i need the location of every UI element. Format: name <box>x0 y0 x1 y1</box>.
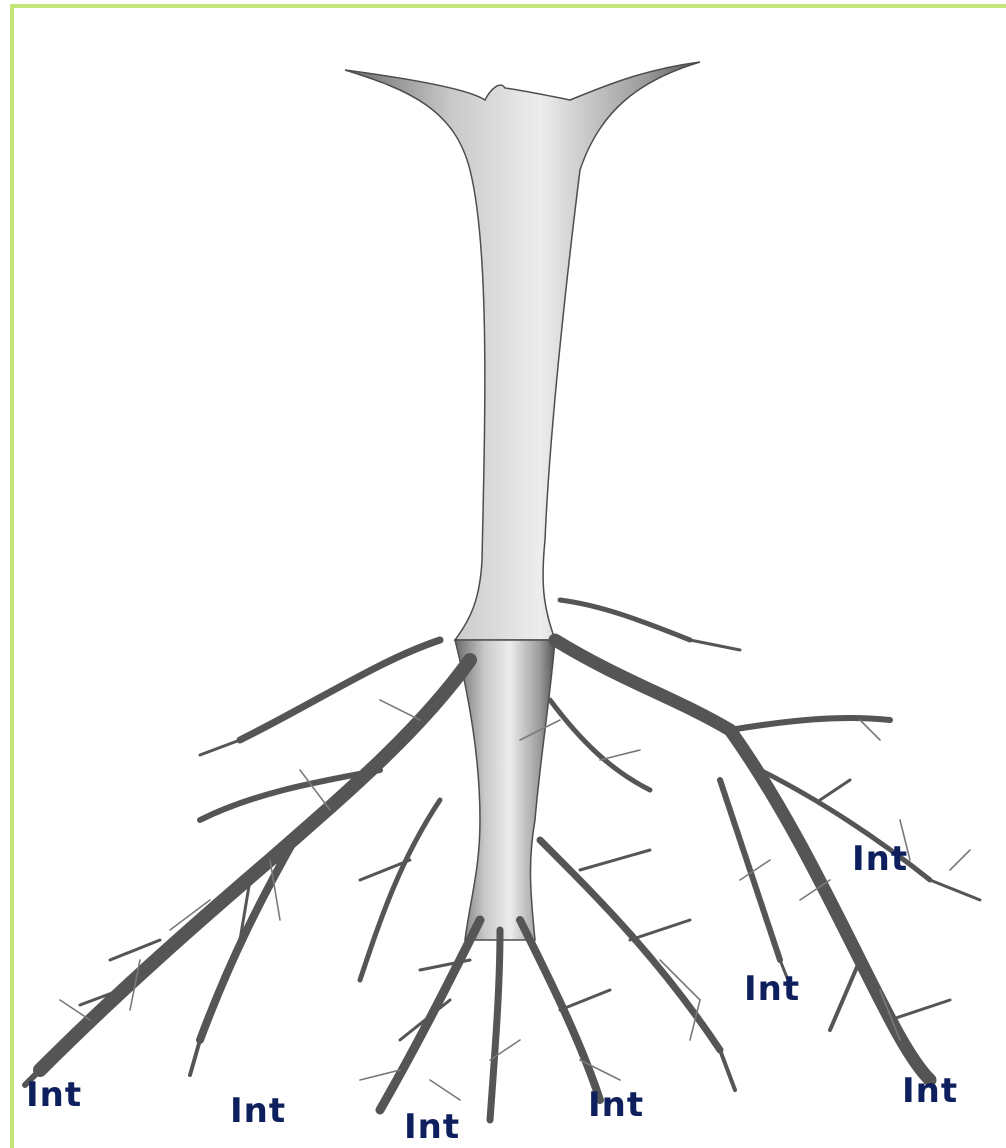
root-tip-label: Int <box>588 1088 644 1122</box>
root-tip-label: Int <box>902 1074 958 1108</box>
root-tip-label: Int <box>230 1094 286 1128</box>
lower-trunk <box>455 640 555 940</box>
root-tip-label: Int <box>852 842 908 876</box>
root-tip-label: Int <box>26 1078 82 1112</box>
trunk <box>345 62 700 640</box>
root-tip-label: Int <box>404 1110 460 1144</box>
root-tip-label: Int <box>744 972 800 1006</box>
